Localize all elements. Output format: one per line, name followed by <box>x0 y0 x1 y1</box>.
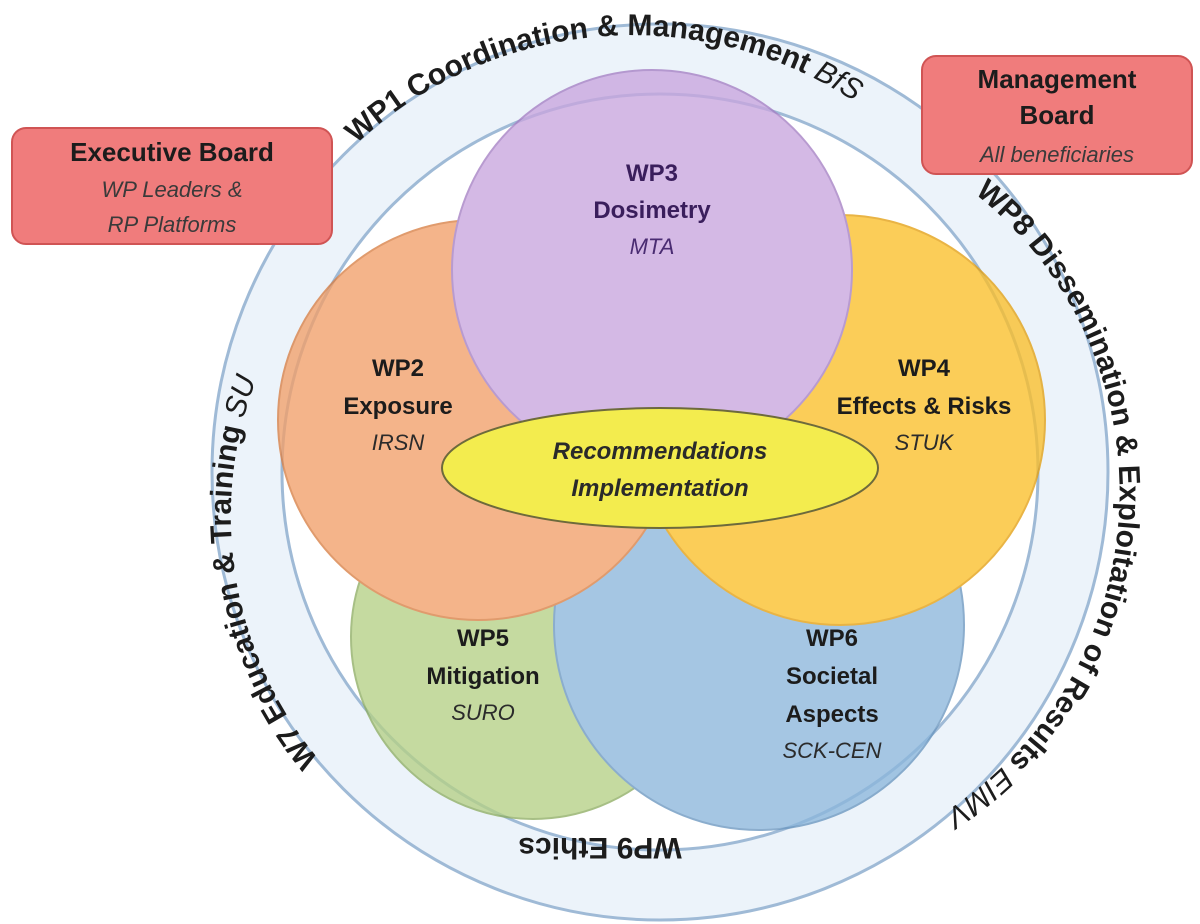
wp3-lead: MTA <box>630 234 675 259</box>
executive-board-box <box>11 127 333 245</box>
wp4-name: Effects & Risks <box>837 393 1012 420</box>
wp5-lead: SURO <box>451 700 515 725</box>
wp6-name-line2: Aspects <box>785 701 878 728</box>
wp5-name: Mitigation <box>426 663 539 690</box>
management-board-title-line2: Board <box>1019 100 1094 130</box>
wp2-lead: IRSN <box>372 430 425 455</box>
wp6-id: WP6 <box>806 625 858 652</box>
wp9-ring-label: WP9 Ethics <box>518 831 681 864</box>
wp3-name: Dosimetry <box>593 197 711 224</box>
wp2-id: WP2 <box>372 355 424 382</box>
wp3-id: WP3 <box>626 160 678 187</box>
wp6-name-line1: Societal <box>786 663 878 690</box>
wp4-id: WP4 <box>898 355 951 382</box>
recommendations-ellipse <box>441 407 879 529</box>
management-board-box <box>921 55 1193 175</box>
wp4-lead: STUK <box>895 430 955 455</box>
wp5-id: WP5 <box>457 625 509 652</box>
center-line2: Implementation <box>571 475 748 502</box>
center-line1: Recommendations <box>553 438 768 465</box>
management-board-sub: All beneficiaries <box>978 142 1134 167</box>
wp6-lead: SCK-CEN <box>782 738 881 763</box>
executive-board-title: Executive Board <box>70 137 274 167</box>
executive-board-line1: WP Leaders & <box>101 177 242 202</box>
management-board-title-line1: Management <box>978 64 1137 94</box>
executive-board-line2: RP Platforms <box>108 212 237 237</box>
wp2-name: Exposure <box>343 393 452 420</box>
